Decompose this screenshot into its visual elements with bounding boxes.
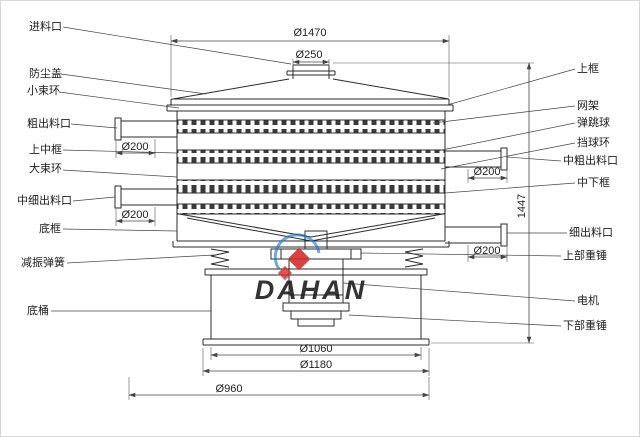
left-upper-spout-flange: [114, 117, 122, 141]
dim-outlet-right-upper: Ø200: [474, 166, 501, 178]
dim-outlet-left-lower: Ø200: [122, 209, 149, 221]
dim-barrel-top-diameter: Ø1060: [299, 343, 332, 355]
label-mid-lower-frame: 中下框: [577, 176, 610, 189]
right-lower-spout-flange: [500, 223, 508, 247]
brand-name: DAHAN: [255, 275, 368, 305]
dim-outlet-left-upper: Ø200: [122, 141, 149, 153]
label-ball-stop-ring: 挡球环: [577, 135, 610, 149]
label-mid-coarse-outlet: 中粗出料口: [563, 153, 618, 167]
mesh-band-3: [176, 179, 446, 194]
base-and-motor: [202, 230, 430, 346]
leader-lines: [51, 26, 576, 327]
label-base-barrel: 底桶: [27, 303, 49, 317]
label-bottom-frame: 底框: [39, 221, 61, 235]
dim-total-height: 1447: [516, 194, 528, 218]
machine-outline: [114, 64, 508, 248]
spring-left: [210, 248, 230, 268]
dim-base-diameter: Ø960: [216, 383, 243, 395]
brand-diamond-icon: [287, 247, 311, 271]
brand-watermark: DAHAN: [255, 233, 368, 305]
label-small-clamp-ring: 小束环: [27, 84, 60, 97]
label-lower-weight: 下部重锤: [563, 318, 607, 332]
labels-left: 进料口 防尘盖 小束环 粗出料口 上中框 大束环 中细出料口 底框 减振弹簧 底…: [17, 19, 72, 317]
dim-inlet-diameter: Ø250: [296, 49, 323, 61]
right-upper-spout-flange: [500, 147, 508, 171]
label-damping-spring: 减振弹簧: [21, 255, 65, 269]
label-upper-middle-frame: 上中框: [29, 143, 62, 156]
label-bouncing-ball: 弹跳球: [577, 115, 610, 129]
label-mesh-frame: 网架: [577, 99, 599, 112]
label-upper-frame: 上框: [577, 62, 599, 75]
spring-right: [404, 248, 424, 268]
label-coarse-outlet: 粗出料口: [27, 116, 71, 130]
upper-weight: [270, 248, 362, 260]
dim-flange-diameter: Ø1180: [300, 359, 332, 371]
lower-weight-2: [290, 310, 342, 320]
label-dust-cover: 防尘盖: [29, 66, 62, 80]
dimension-lines: [115, 38, 532, 398]
lower-weight-3: [297, 318, 335, 327]
mesh-band-4: [176, 203, 446, 215]
dim-top-diameter: Ø1470: [293, 27, 326, 39]
label-mid-fine-outlet: 中细出料口: [17, 193, 72, 207]
mesh-band-2: [176, 149, 446, 164]
mesh-band-1: [176, 119, 446, 134]
label-fine-outlet: 细出料口: [569, 225, 613, 239]
label-upper-weight: 上部重锤: [563, 248, 607, 262]
label-feed-inlet: 进料口: [29, 19, 62, 33]
labels-right: 上框 网架 弹跳球 挡球环 中粗出料口 中下框 细出料口 上部重锤 电机 下部重…: [563, 62, 618, 332]
label-motor: 电机: [577, 293, 599, 307]
dim-outlet-right-lower: Ø200: [474, 245, 501, 257]
brand-swoosh-icon: [273, 233, 321, 270]
brand-diamond-small-icon: [277, 265, 293, 281]
label-large-clamp-ring: 大束环: [29, 161, 62, 175]
dimension-labels: Ø1470 Ø250 Ø200 Ø200 Ø200 Ø200 1447 Ø106…: [122, 27, 528, 395]
left-lower-spout-flange: [114, 185, 122, 209]
